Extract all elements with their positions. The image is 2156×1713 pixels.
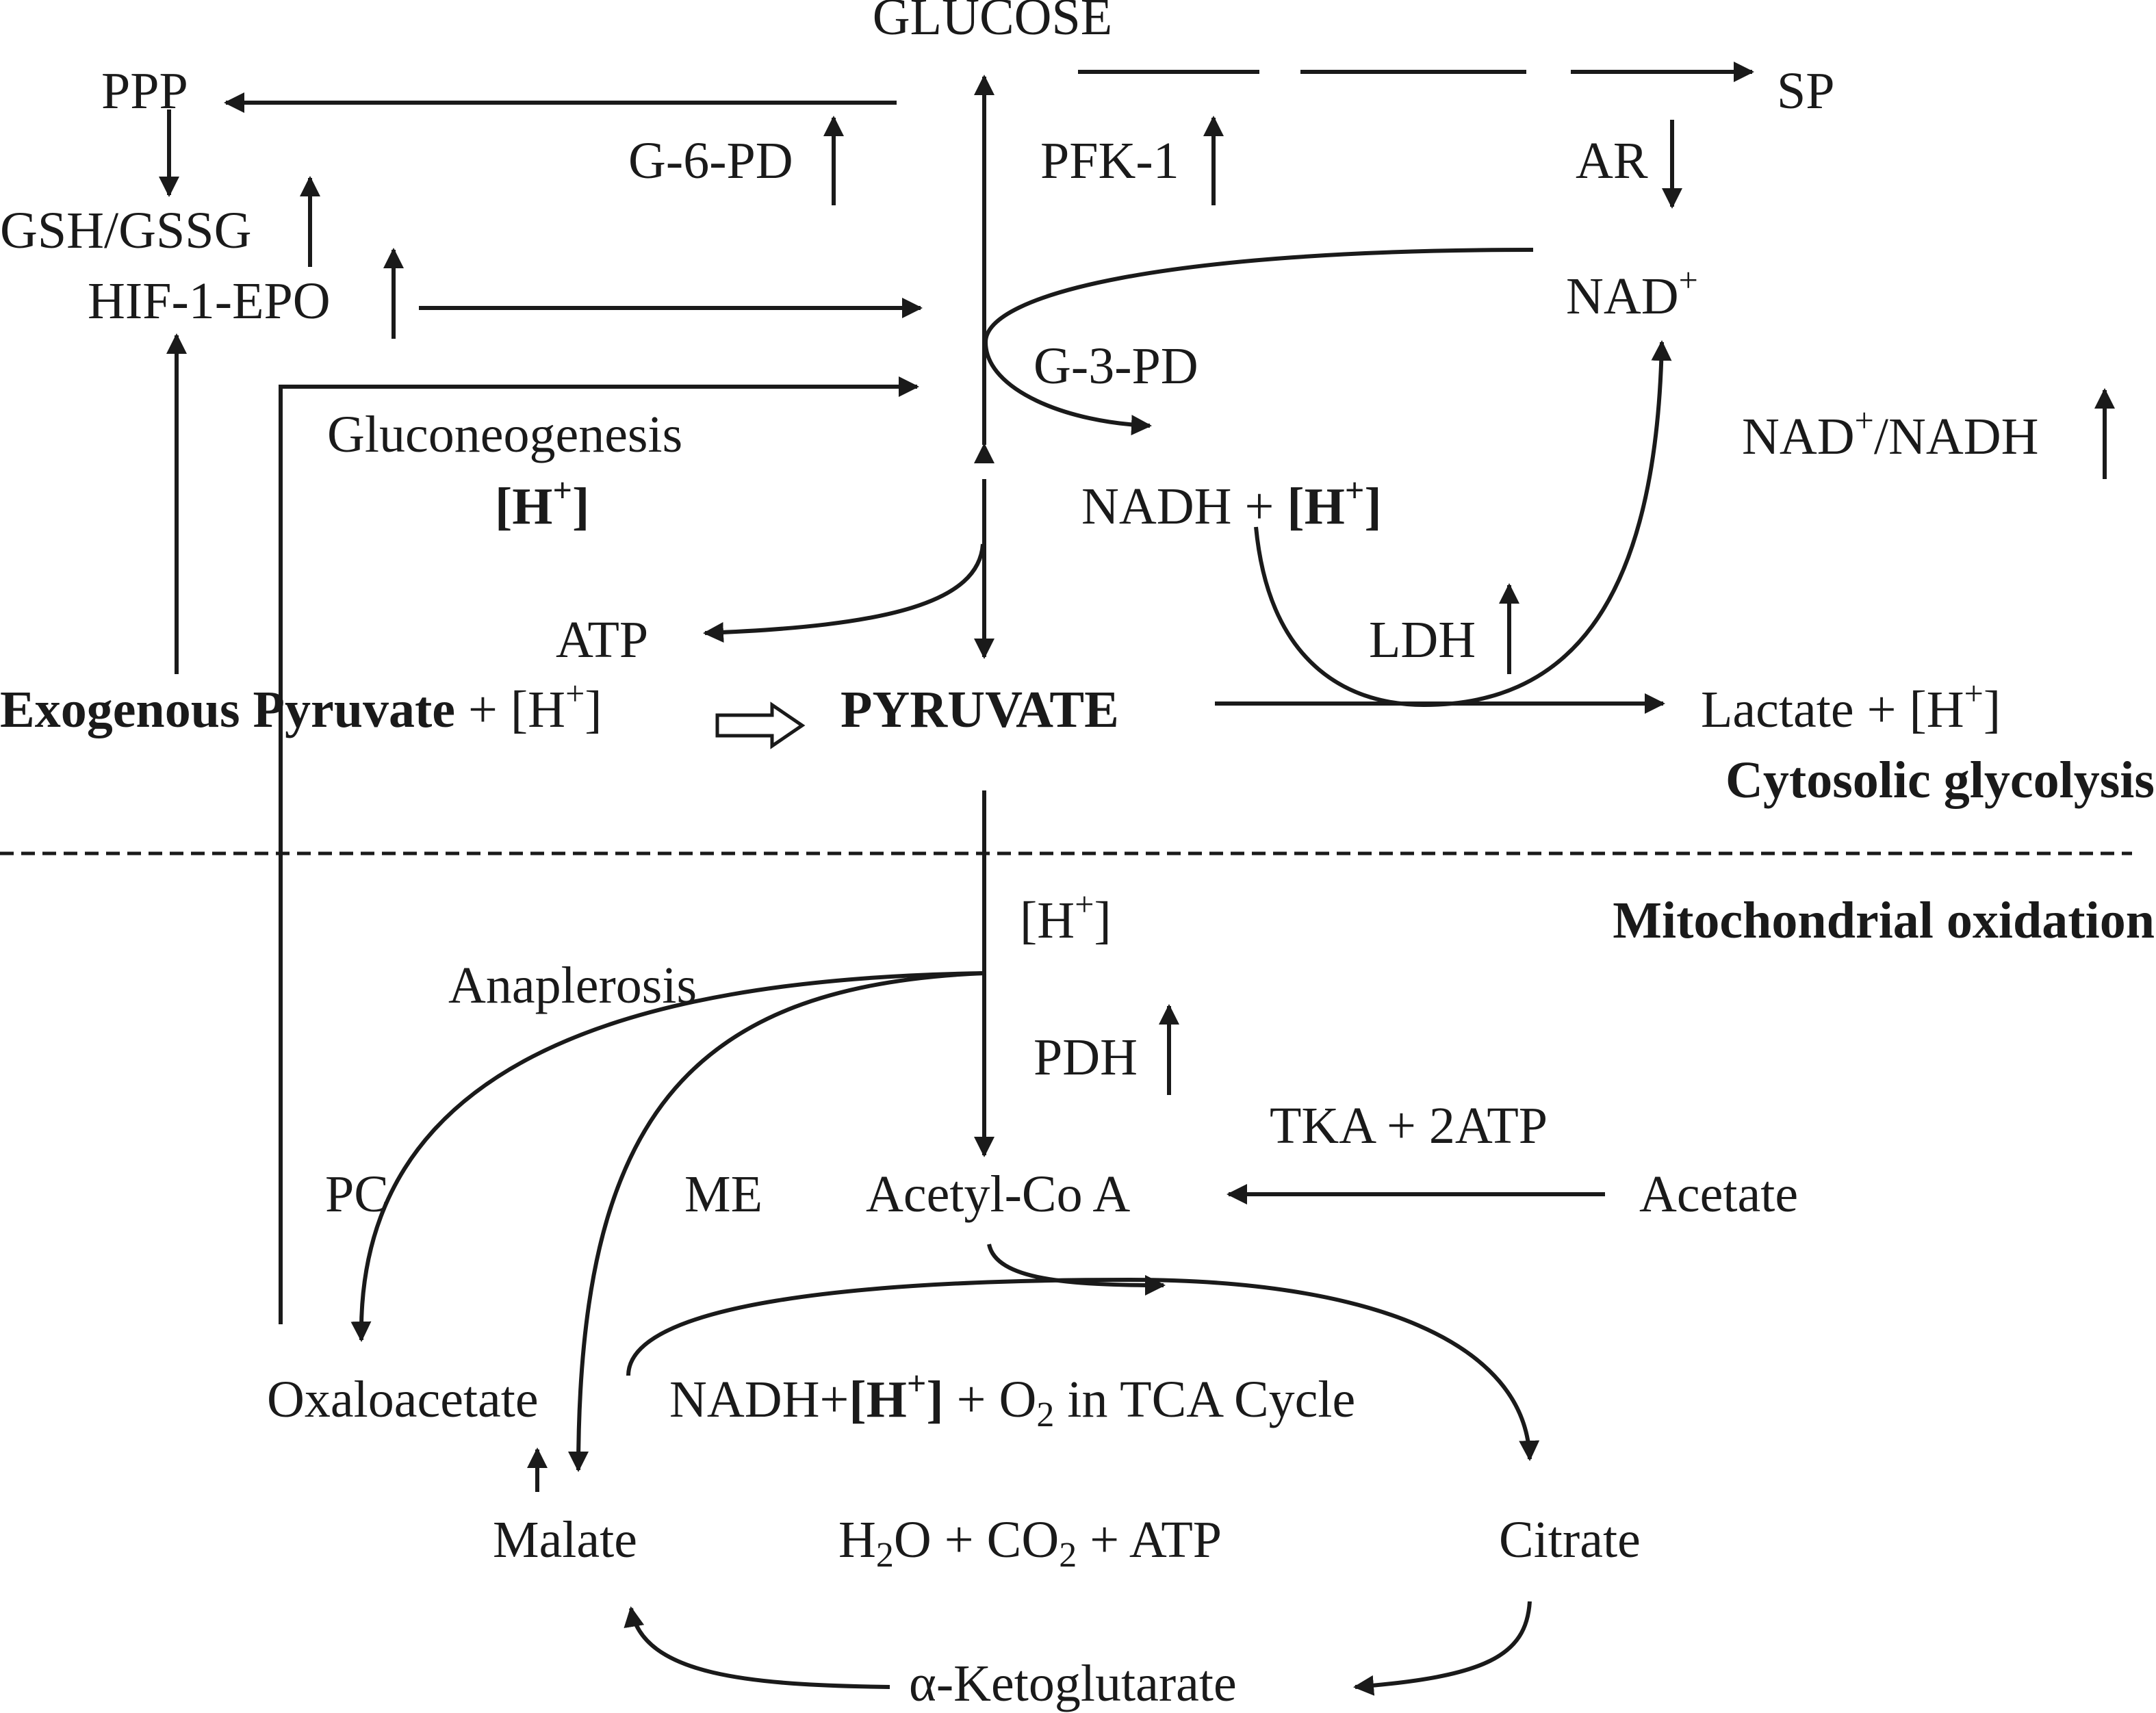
gluconeogenesis-label: Gluconeogenesis — [327, 406, 682, 463]
pc-label: PC — [325, 1165, 389, 1223]
me-curve — [568, 971, 985, 1472]
atp-branch-arrow — [703, 543, 985, 643]
tca-top-arc — [626, 1277, 1540, 1461]
gluconeogenesis-arrow — [279, 376, 919, 1324]
pc-curve — [350, 971, 985, 1342]
me-label: ME — [684, 1165, 762, 1223]
products-label: H2O + CO2 + ATP — [838, 1511, 1222, 1575]
citrate-to-akg-curve — [1353, 1601, 1532, 1696]
hollow-arrow — [715, 701, 806, 749]
g6pd-label: G-6-PD — [628, 132, 793, 190]
pyruvate-label: PYRUVATE — [840, 681, 1119, 738]
alpha-ketoglutarate-label: α-Ketoglutarate — [909, 1655, 1237, 1712]
nad-nadh-ratio-label: NAD+/NADH — [1742, 401, 2039, 465]
hif-epo-label: HIF-1-EPO — [88, 272, 331, 330]
sp-label: SP — [1777, 62, 1835, 120]
pdh-label: PDH — [1034, 1029, 1138, 1086]
nadh-proton-label: NADH + [H+] — [1081, 471, 1382, 535]
cytosolic-glycolysis-label: Cytosolic glycolysis — [1725, 751, 2155, 809]
gluconeogenesis-proton-label: [H+] — [495, 471, 589, 535]
acetyl-coa-label: Acetyl-Co A — [866, 1165, 1130, 1223]
g3pd-label: G-3-PD — [1034, 337, 1198, 395]
tka-label: TKA + 2ATP — [1270, 1097, 1548, 1155]
mito-proton-label: [H+] — [1020, 885, 1112, 949]
glucose-label: GLUCOSE — [873, 0, 1112, 46]
ar-label: AR — [1576, 132, 1648, 190]
ppp-label: PPP — [101, 62, 188, 120]
tca-cycle-label: NADH+[H+] + O2 in TCA Cycle — [669, 1364, 1355, 1434]
nad-to-g3pd-curve — [983, 248, 1534, 436]
ldh-label: LDH — [1369, 611, 1476, 669]
oxaloacetate-label: Oxaloacetate — [267, 1371, 539, 1428]
akg-to-malate-curve — [624, 1606, 890, 1689]
pfk1-label: PFK-1 — [1040, 132, 1179, 190]
gsh-gssg-label: GSH/GSSG — [0, 202, 251, 259]
exogenous-pyruvate-label: Exogenous Pyruvate + [H+] — [0, 674, 602, 738]
mitochondrial-oxidation-label: Mitochondrial oxidation — [1613, 892, 2155, 949]
lactate-label: Lactate + [H+] — [1701, 674, 2001, 738]
atp-label: ATP — [556, 611, 648, 669]
nad-plus-label: NAD+ — [1566, 261, 1698, 325]
acetate-label: Acetate — [1639, 1165, 1798, 1223]
acetylcoa-entry-arrow — [987, 1244, 1166, 1296]
malate-label: Malate — [493, 1511, 637, 1569]
connectors — [0, 62, 2132, 1696]
citrate-label: Citrate — [1499, 1511, 1641, 1569]
anaplerosis-label: Anaplerosis — [448, 957, 697, 1014]
